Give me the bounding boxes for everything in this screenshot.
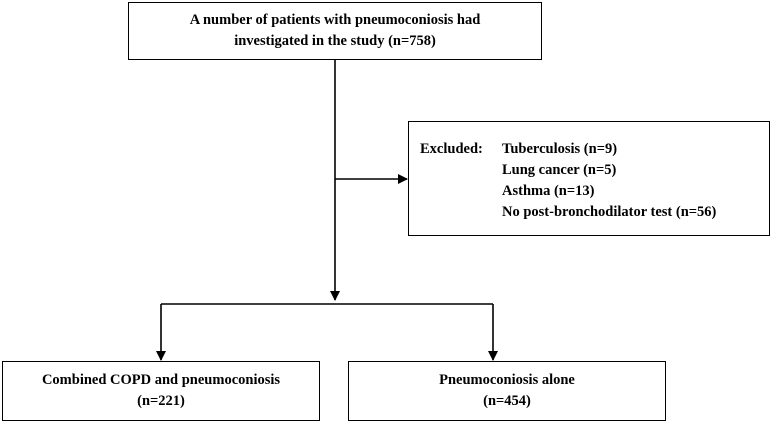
excluded-item: Lung cancer (n=5) xyxy=(502,162,617,178)
combined-copd-label: Combined COPD and pneumoconiosis xyxy=(41,372,281,388)
excluded-item: No post-bronchodilator test (n=56) xyxy=(502,204,717,220)
pneumoconiosis-alone-count: (n=454) xyxy=(483,393,531,409)
study-population-box: A number of patients with pneumoconiosis… xyxy=(128,2,542,60)
excluded-item: Tuberculosis (n=9) xyxy=(502,141,618,157)
combined-copd-count: (n=221) xyxy=(137,393,185,409)
excluded-item: Asthma (n=13) xyxy=(502,183,595,199)
study-population-line2: investigated in the study (n=758) xyxy=(234,33,436,49)
combined-copd-box: Combined COPD and pneumoconiosis (n=221) xyxy=(2,361,320,421)
pneumoconiosis-alone-label: Pneumoconiosis alone xyxy=(439,372,575,388)
study-population-line1: A number of patients with pneumoconiosis… xyxy=(189,12,481,28)
excluded-heading: Excluded: xyxy=(420,141,483,157)
excluded-box: Excluded: Tuberculosis (n=9) Lung cancer… xyxy=(408,121,770,236)
pneumoconiosis-alone-box: Pneumoconiosis alone (n=454) xyxy=(348,361,666,421)
